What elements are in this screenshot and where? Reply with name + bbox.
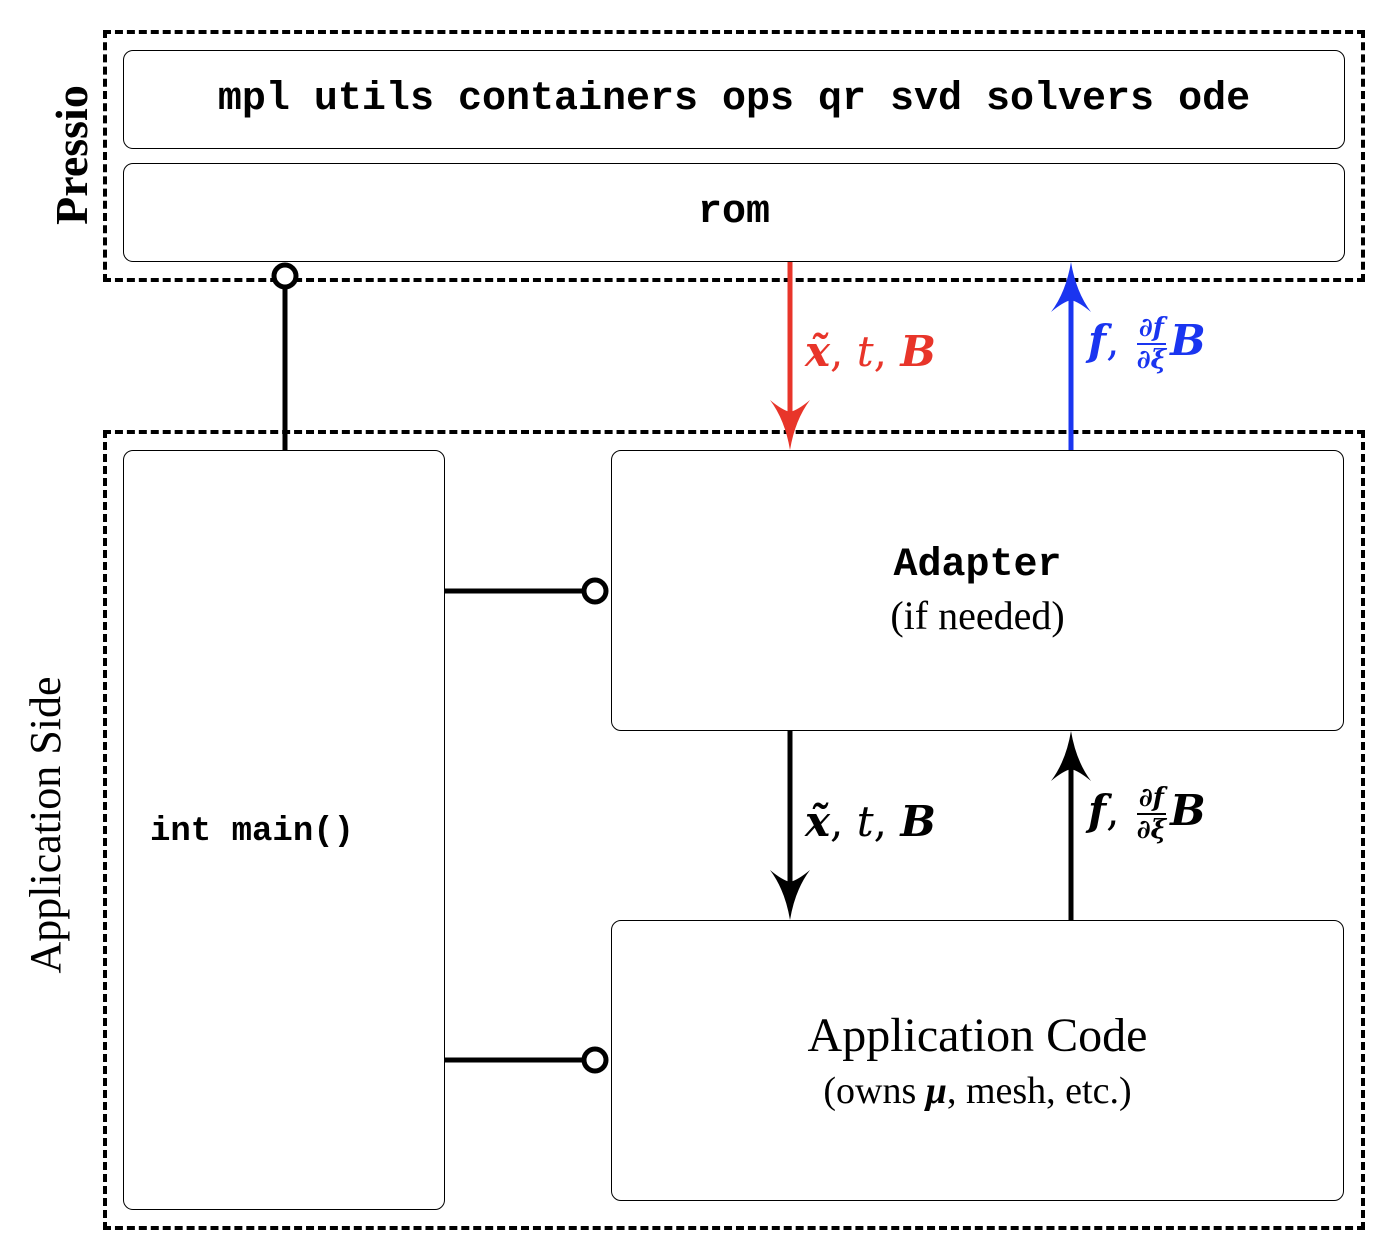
rom-box: rom [123, 163, 1345, 262]
black-sep: , [1106, 786, 1133, 835]
black-jacobian-fraction: ∂f∂ξ [1137, 785, 1166, 843]
black-frac-den: ∂ξ [1136, 815, 1167, 845]
application-region [103, 430, 1365, 1230]
rom-label: rom [697, 190, 770, 235]
app-code-box: Application Code (owns μ, mesh, etc.) [611, 920, 1344, 1201]
app-code-title: Application Code [807, 1009, 1148, 1062]
black-frac-num: ∂f [1136, 783, 1166, 815]
blue-B: B [1170, 316, 1206, 365]
black-f: f [1088, 786, 1107, 835]
app-code-sub-before: (owns [823, 1070, 926, 1112]
blue-sep: , [1106, 316, 1133, 365]
red-t: t [856, 327, 874, 376]
red-arrow-head [770, 400, 810, 450]
black-B: B [900, 797, 936, 846]
pressio-modules-label: mpl utils containers ops qr svd solvers … [217, 77, 1251, 122]
black-state-label: x̃, t, B [805, 797, 936, 846]
black-B: B [1170, 786, 1206, 835]
black-x-tilde: x̃ [805, 797, 831, 846]
black-up-arrow-head [1051, 731, 1091, 781]
adapter-connector-end-circle [581, 577, 609, 605]
red-state-label: x̃, t, B [805, 327, 936, 376]
app-code-connector-end-circle [581, 1046, 609, 1074]
pressio-region [103, 30, 1365, 282]
blue-f: f [1088, 316, 1107, 365]
adapter-box: Adapter (if needed) [611, 450, 1344, 731]
blue-frac-num: ∂f [1136, 313, 1166, 345]
red-x-tilde: x̃ [805, 327, 831, 376]
blue-arrow-head [1051, 262, 1091, 312]
main-box: int main() [123, 450, 445, 1210]
black-sep1: , [830, 797, 857, 846]
red-sep1: , [830, 327, 857, 376]
red-sep2: , [873, 327, 901, 376]
black-down-arrow-head [770, 870, 810, 920]
pressio-modules-box: mpl utils containers ops qr svd solvers … [123, 50, 1345, 149]
mu-symbol: μ [925, 1070, 947, 1112]
app-code-sub-after: , mesh, etc.) [946, 1070, 1132, 1112]
main-label: int main() [150, 813, 355, 851]
red-B: B [900, 327, 936, 376]
black-sep2: , [873, 797, 901, 846]
blue-jacobian-fraction: ∂f∂ξ [1137, 315, 1166, 373]
app-code-subtitle: (owns μ, mesh, etc.) [823, 1069, 1131, 1113]
rom-connector-end-circle [271, 262, 299, 290]
blue-frac-den: ∂ξ [1136, 345, 1167, 375]
black-t: t [856, 797, 874, 846]
adapter-subtitle: (if needed) [890, 592, 1065, 638]
adapter-title: Adapter [893, 542, 1062, 588]
